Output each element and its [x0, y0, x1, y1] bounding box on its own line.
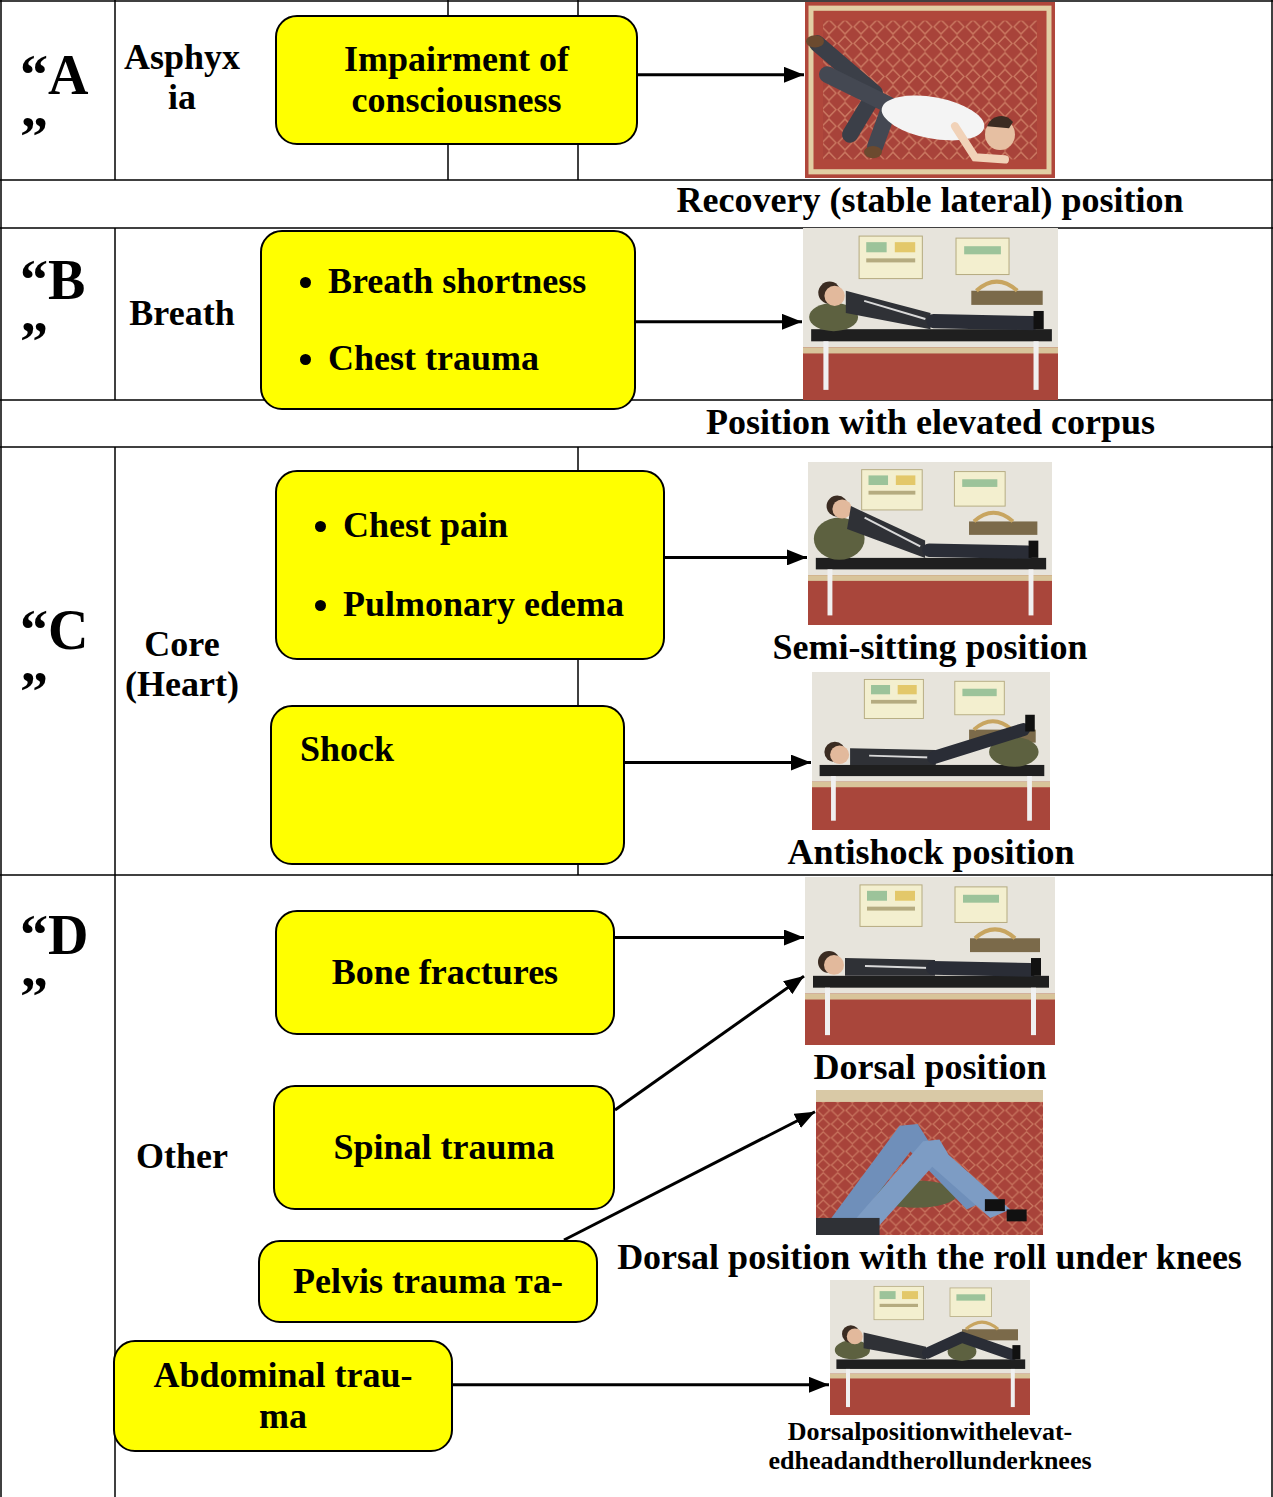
symptom-box: Spinal trauma — [273, 1085, 615, 1210]
row-letter: “D ” — [20, 905, 95, 1028]
arrow-connector — [665, 556, 807, 559]
table-line — [0, 0, 1273, 2]
row-letter: “A ” — [20, 45, 95, 168]
table-line — [0, 0, 2, 1497]
table-line — [114, 447, 116, 1497]
table-line — [0, 399, 1273, 401]
symptom-text: Shock — [300, 729, 394, 770]
position-photo: Position with elevated corpus — [803, 228, 1058, 400]
position-caption: Semi-sitting position — [772, 628, 1087, 668]
position-photo: Dorsalpositionwithelevat- edheadandthero… — [830, 1280, 1030, 1415]
position-caption: Dorsalpositionwithelevat- edheadandthero… — [760, 1418, 1100, 1475]
table-line — [114, 0, 116, 180]
arrow-connector — [625, 761, 811, 764]
bullet-list: Breath shortnessChest trauma — [276, 261, 586, 380]
position-caption: Position with elevated corpus — [706, 403, 1155, 443]
knees-roll-photo — [816, 1090, 1043, 1235]
symptom-box: Impairment of consciousness — [275, 15, 638, 145]
symptom-text: Chest pain — [343, 505, 624, 546]
position-photo: Semi-sitting position — [808, 462, 1052, 625]
symptom-box: Breath shortnessChest trauma — [260, 230, 636, 410]
position-photo: Recovery (stable lateral) position — [805, 2, 1055, 178]
arrow-connector — [636, 320, 802, 323]
position-caption: Dorsal position with the roll under knee… — [617, 1238, 1242, 1278]
semi-sitting-photo — [808, 462, 1052, 625]
category-label: Core (Heart) — [120, 625, 244, 704]
dorsal-position-photo — [805, 877, 1055, 1045]
bullet-list: Chest painPulmonary edema — [291, 505, 624, 626]
symptom-text: Pelvis trauma та- — [293, 1261, 563, 1302]
antishock-photo — [812, 672, 1050, 830]
symptom-box: Shock — [270, 705, 625, 865]
table-line — [0, 446, 1273, 448]
category-label: Other — [120, 1137, 244, 1177]
position-caption: Recovery (stable lateral) position — [677, 181, 1184, 221]
position-photo: Dorsal position with the roll under knee… — [816, 1090, 1043, 1235]
recovery-position-photo — [805, 2, 1055, 178]
symptom-box: Abdominal trau- ma — [113, 1340, 453, 1452]
position-photo: Dorsal position — [805, 877, 1055, 1045]
table-line — [1271, 0, 1273, 1497]
abdominal-position-photo — [830, 1280, 1030, 1415]
category-label: Breath — [120, 294, 244, 334]
arrow-connector — [453, 1383, 829, 1386]
symptom-box: Pelvis trauma та- — [258, 1240, 598, 1323]
row-letter: “B ” — [20, 250, 95, 373]
arrow-connector — [638, 73, 804, 76]
category-label: Asphyx ia — [120, 38, 244, 117]
table-line — [0, 227, 1273, 229]
symptom-box: Bone fractures — [275, 910, 615, 1035]
symptom-text: Bone fractures — [332, 952, 558, 993]
table-line — [114, 228, 116, 400]
row-letter: “C ” — [20, 600, 95, 723]
table-line — [0, 874, 1273, 876]
symptom-text: Breath shortness — [328, 261, 586, 302]
symptom-text: Spinal trauma — [333, 1127, 554, 1168]
symptom-text: Abdominal trau- ma — [146, 1355, 421, 1438]
arrow-connector — [615, 976, 804, 1110]
elevated-corpus-photo — [803, 228, 1058, 400]
symptom-box: Chest painPulmonary edema — [275, 470, 665, 660]
symptom-text: Impairment of consciousness — [291, 39, 622, 122]
symptom-text: Chest trauma — [328, 338, 586, 379]
position-caption: Dorsal position — [813, 1048, 1046, 1088]
position-photo: Antishock position — [812, 672, 1050, 830]
arrow-connector — [615, 936, 804, 939]
symptom-text: Pulmonary edema — [343, 584, 624, 625]
position-caption: Antishock position — [787, 833, 1074, 873]
